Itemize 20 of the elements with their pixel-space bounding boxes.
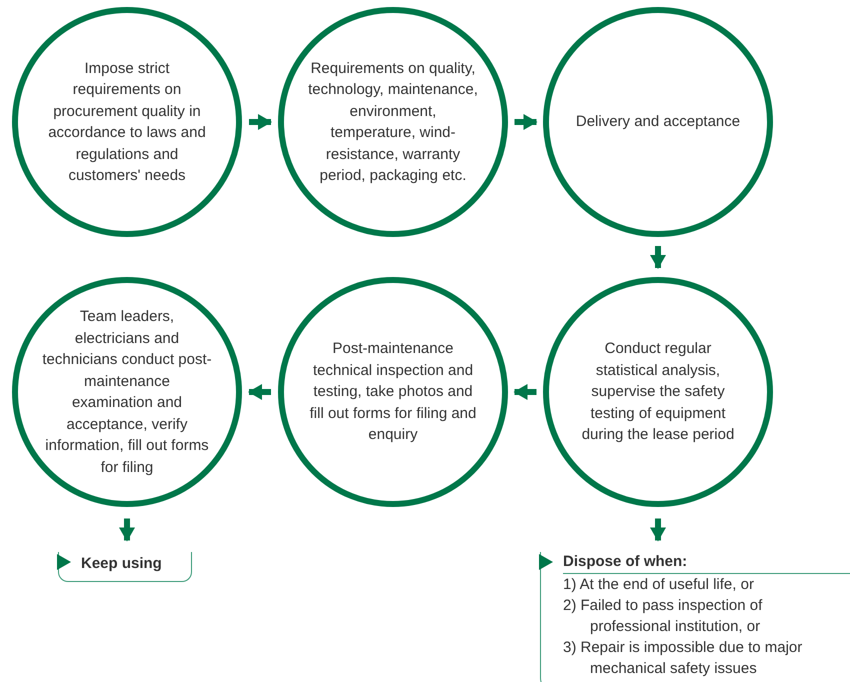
outcome-heading: Dispose of when:	[563, 552, 850, 574]
arrow	[514, 384, 536, 400]
arrow	[514, 114, 538, 130]
list-item: 1) At the end of useful life, or	[563, 575, 755, 595]
step-text: Requirements on quality, technology, maintenance, environment, temperature, wind-resistance, warranty period, packaging etc.	[308, 58, 478, 186]
arrow	[248, 384, 271, 400]
outcome-heading: Keep using	[81, 554, 163, 574]
arrow	[650, 518, 666, 542]
arrow	[249, 114, 272, 130]
step-text: Delivery and acceptance	[574, 112, 742, 132]
outcome-panel	[540, 552, 850, 682]
step-text: Team leaders, electricians and technicians conduct post-maintenance examination and acceptance, verify information, fill out forms for filing	[42, 307, 212, 478]
step-text: Impose strict requirements on procurement quality in accordance to laws and regulations and customers' needs	[47, 58, 207, 186]
step-text: Post-maintenance technical inspection and testing, take photos and fill out forms for filing and enquiry	[308, 339, 478, 446]
list-item: 2) Failed to pass inspection of professional institution, or	[563, 596, 764, 637]
outcome-box	[58, 552, 192, 582]
arrow	[650, 246, 666, 269]
step-text: Conduct regular statistical analysis, supervise the safety testing of equipment during the lease period	[580, 339, 736, 446]
arrow	[119, 518, 135, 542]
list-item: 3) Repair is impossible due to major mechanical safety issues	[563, 638, 804, 679]
